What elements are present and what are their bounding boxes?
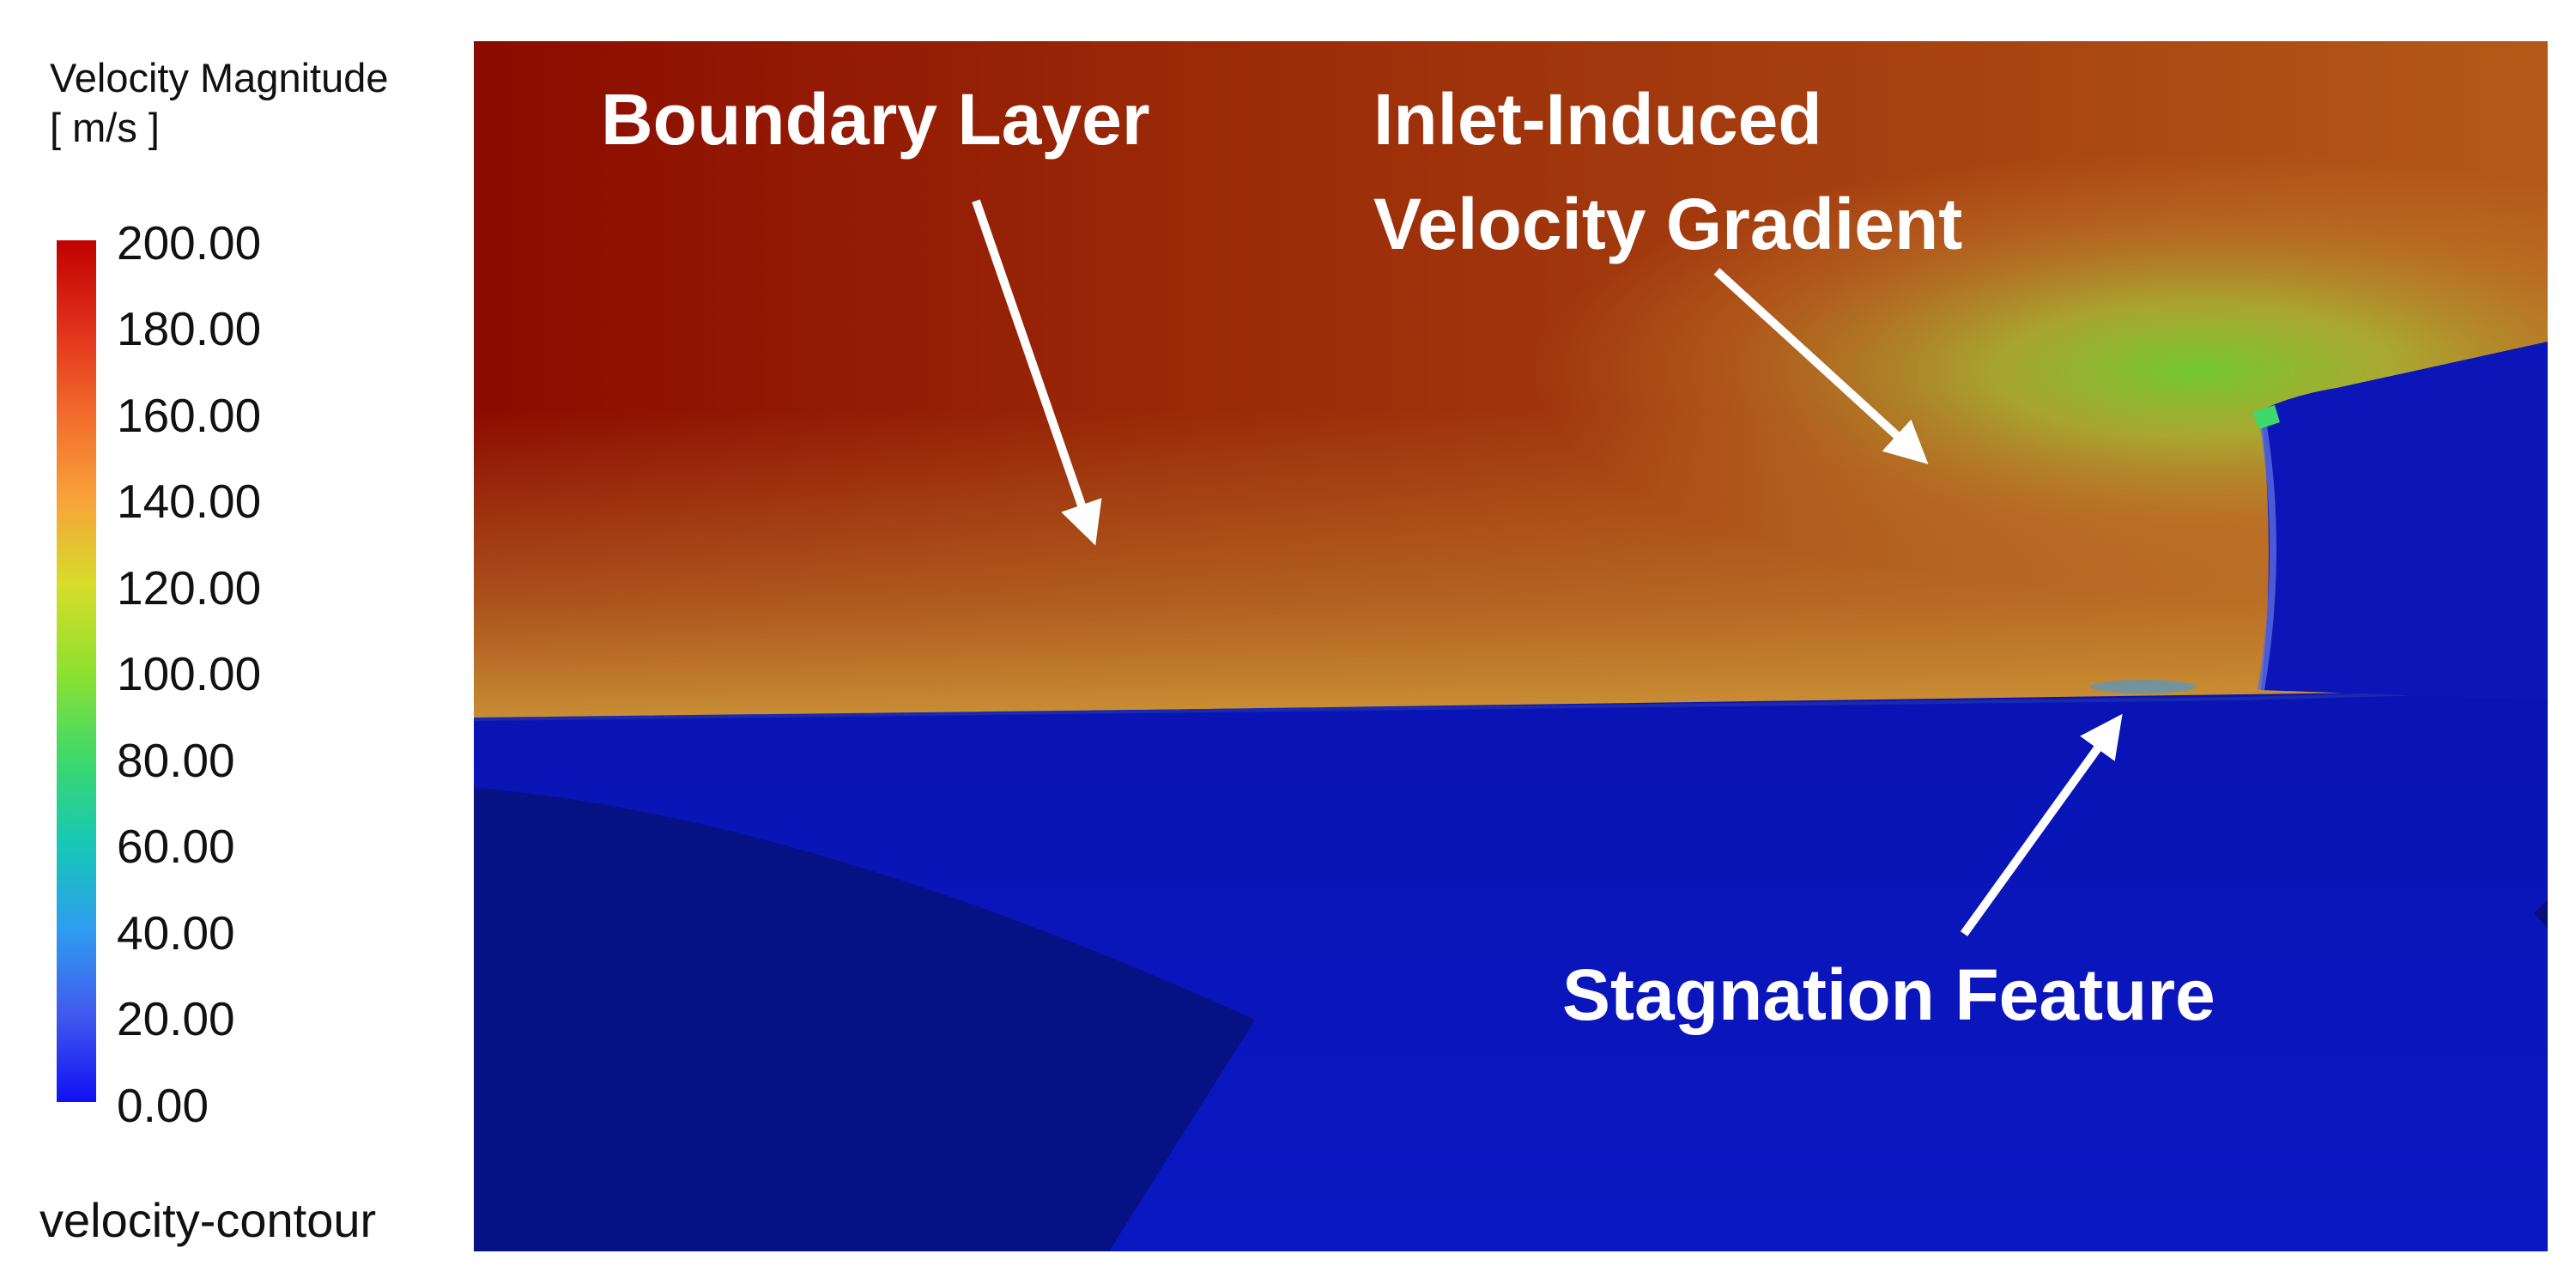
arrow-inlet-gradient [1713,268,1929,464]
legend-title: Velocity Magnitude [ m/s ] [50,53,389,153]
legend-title-quantity: Velocity Magnitude [50,55,389,100]
legend-tick-160: 160.00 [117,389,262,442]
stagnation-bubble [2090,680,2197,693]
legend-tick-20: 20.00 [117,992,235,1045]
arrow-boundary-layer [972,199,1102,546]
legend-tick-80: 80.00 [117,734,235,787]
inlet-gradient-region [474,41,2548,728]
inlet-lip-highlight [2252,405,2280,429]
annotation-boundary-layer: Boundary Layer [601,79,1150,160]
legend-tick-140: 140.00 [117,475,262,528]
annotation-inlet-line2: Velocity Gradient [1373,184,1962,264]
legend-tick-120: 120.00 [117,561,262,615]
legend-tick-60: 60.00 [117,820,235,873]
edge-feature [2534,899,2548,929]
annotation-inlet-line1: Inlet-Induced [1373,79,1822,160]
inlet-lip [2258,409,2276,691]
arrow-stagnation-feature [1960,713,2123,936]
wall-shadow-region [474,788,1255,1251]
figure-name-label: velocity-contour [39,1193,377,1247]
legend-tick-180: 180.00 [117,302,262,355]
velocity-contour-plot: Boundary Layer Inlet-Induced Velocity Gr… [474,41,2548,1251]
annotation-stagnation-feature: Stagnation Feature [1562,954,2215,1035]
legend-colorbar [57,240,96,1102]
contour-canvas: Boundary Layer Inlet-Induced Velocity Gr… [474,41,2548,1251]
legend-tick-40: 40.00 [117,906,235,960]
legend-tick-100: 100.00 [117,647,262,700]
legend-tick-200: 200.00 [117,216,262,270]
nacelle-body [2261,342,2548,700]
legend-title-units: [ m/s ] [50,105,160,150]
legend-tick-0: 0.00 [117,1079,209,1132]
